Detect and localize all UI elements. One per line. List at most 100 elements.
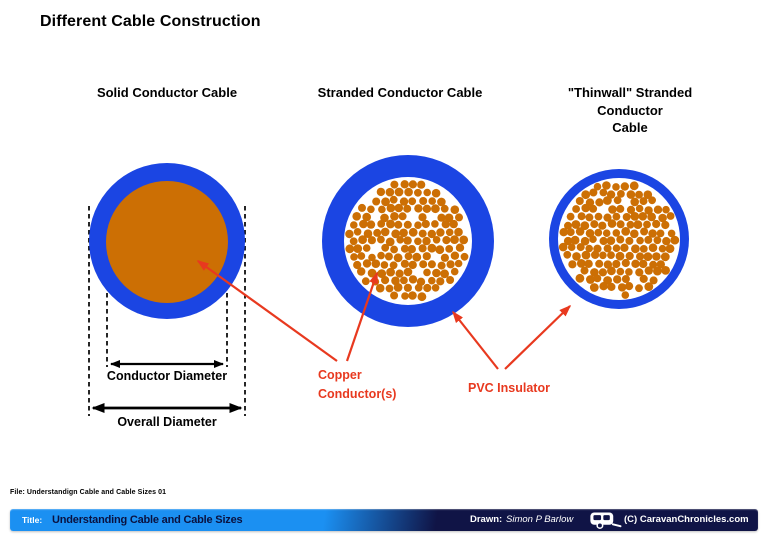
strand bbox=[621, 275, 630, 283]
strand bbox=[603, 213, 612, 222]
strand bbox=[602, 229, 611, 237]
label-stranded-cable: Stranded Conductor Cable bbox=[317, 85, 483, 100]
strand bbox=[575, 273, 585, 283]
strand bbox=[435, 245, 445, 255]
strand bbox=[381, 243, 390, 252]
strand bbox=[599, 282, 608, 291]
strand bbox=[414, 188, 422, 197]
strand bbox=[653, 205, 663, 214]
strand bbox=[639, 245, 648, 253]
strand bbox=[414, 237, 422, 246]
strand bbox=[616, 267, 625, 276]
strand bbox=[408, 275, 418, 284]
strand bbox=[612, 183, 620, 191]
strand bbox=[404, 252, 413, 261]
strand bbox=[630, 229, 639, 239]
stranded-cable-graphic bbox=[322, 155, 494, 327]
pvc-insulator-callout: PVC Insulator bbox=[468, 381, 550, 395]
strand bbox=[616, 235, 625, 244]
strand bbox=[653, 236, 662, 245]
strand bbox=[377, 251, 385, 260]
strand bbox=[385, 237, 395, 247]
strand bbox=[576, 243, 585, 252]
strand bbox=[384, 252, 393, 261]
strand bbox=[585, 229, 595, 238]
strand bbox=[649, 260, 658, 269]
strand bbox=[589, 235, 597, 243]
strand bbox=[643, 252, 653, 262]
strand bbox=[581, 250, 591, 260]
strand bbox=[636, 236, 644, 245]
strand bbox=[450, 251, 460, 260]
strand bbox=[630, 212, 640, 221]
strand bbox=[381, 276, 390, 285]
strand bbox=[665, 244, 675, 254]
strand bbox=[400, 180, 409, 189]
strand bbox=[353, 260, 362, 270]
strand bbox=[622, 213, 631, 221]
strand bbox=[638, 212, 648, 221]
strand bbox=[603, 196, 612, 205]
strand bbox=[636, 252, 645, 261]
strand bbox=[661, 266, 670, 275]
strand bbox=[358, 235, 367, 245]
strand bbox=[656, 229, 665, 238]
strand bbox=[394, 203, 404, 213]
strand bbox=[593, 182, 602, 191]
strand bbox=[566, 212, 575, 221]
strand bbox=[630, 197, 639, 207]
strand bbox=[396, 236, 405, 244]
strand bbox=[394, 220, 403, 229]
strand bbox=[608, 205, 617, 214]
strand bbox=[362, 259, 372, 268]
strand bbox=[367, 205, 375, 214]
strand bbox=[454, 227, 463, 237]
strand bbox=[585, 213, 594, 222]
strand bbox=[459, 235, 469, 245]
strand bbox=[460, 252, 469, 261]
strand bbox=[398, 212, 407, 221]
strand bbox=[450, 267, 459, 276]
strand bbox=[390, 212, 399, 221]
strand bbox=[607, 219, 617, 228]
strand bbox=[644, 235, 653, 244]
strand bbox=[620, 182, 629, 191]
strand bbox=[372, 197, 381, 206]
footer-title: Understanding Cable and Cable Sizes bbox=[52, 514, 243, 526]
strand bbox=[558, 242, 568, 252]
strand bbox=[591, 250, 600, 259]
strand bbox=[648, 229, 657, 238]
strand bbox=[371, 259, 381, 269]
strand bbox=[629, 181, 639, 191]
strand bbox=[635, 284, 643, 293]
strand bbox=[446, 276, 455, 284]
strand bbox=[626, 190, 636, 199]
strand bbox=[363, 229, 373, 238]
strand bbox=[658, 213, 667, 223]
strand bbox=[408, 260, 417, 270]
conductor-core bbox=[106, 181, 228, 303]
strand bbox=[667, 229, 676, 238]
strand bbox=[442, 236, 451, 245]
strand bbox=[598, 268, 608, 277]
strand bbox=[418, 213, 427, 222]
strand bbox=[428, 276, 436, 285]
strand bbox=[345, 229, 354, 239]
strand bbox=[386, 203, 396, 213]
strand bbox=[422, 236, 431, 246]
footer-copyright: (C) CaravanChronicles.com bbox=[624, 514, 749, 525]
strand bbox=[404, 187, 413, 197]
strand bbox=[446, 260, 455, 269]
strand bbox=[625, 282, 634, 291]
footer-drawn-by: Simon P Barlow bbox=[506, 514, 574, 525]
strand bbox=[580, 236, 590, 246]
strand bbox=[437, 213, 446, 222]
strand bbox=[352, 212, 362, 221]
strand bbox=[625, 251, 634, 261]
strand bbox=[394, 187, 404, 197]
pvc-arrow-to-stranded bbox=[452, 310, 499, 370]
strand bbox=[633, 220, 643, 230]
strand bbox=[595, 198, 604, 207]
strand bbox=[357, 252, 366, 260]
